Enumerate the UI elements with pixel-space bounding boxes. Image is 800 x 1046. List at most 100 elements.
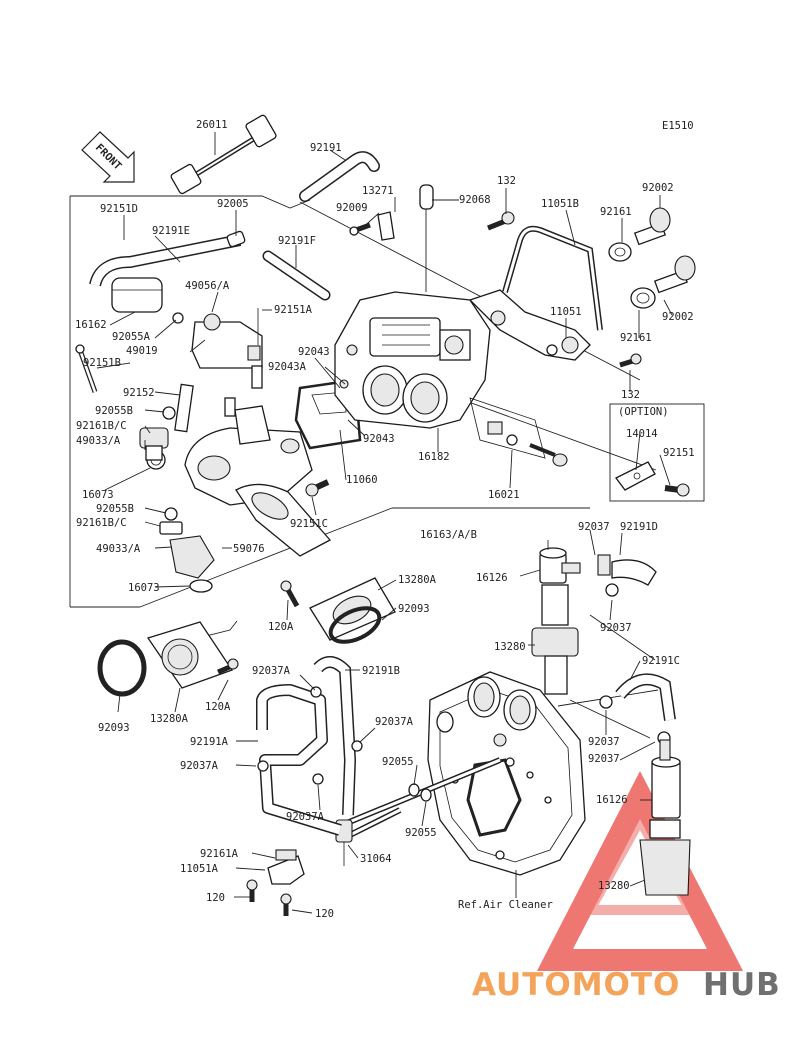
bolt-132-icon	[487, 211, 515, 231]
delivery-pipe-icon	[191, 308, 263, 369]
callout: 31064	[360, 853, 392, 865]
filter-13280-lower-icon	[639, 819, 691, 896]
callout: 13271	[362, 185, 394, 197]
bolt-92151-icon	[664, 483, 690, 497]
callout: 92037	[588, 753, 620, 765]
ref-note: Ref.Air Cleaner	[458, 899, 553, 911]
bolt-120-left-icon	[246, 879, 258, 902]
callout: 92151C	[290, 518, 328, 530]
callout: 92037	[588, 736, 620, 748]
wire-harness-icon	[170, 114, 277, 195]
callout: 92191B	[362, 665, 400, 677]
callout: 92037A	[286, 811, 325, 823]
clip-14014-icon	[615, 461, 656, 491]
callout: 16162	[75, 319, 107, 331]
pin-92152-icon	[174, 383, 194, 433]
callout: 120	[315, 908, 334, 920]
washer-92161-icon	[608, 242, 632, 262]
callout: 92037A	[180, 760, 219, 772]
injector-lower-icon	[159, 507, 215, 593]
callout: 92043A	[268, 361, 307, 373]
screw-kit-16021-icon	[469, 397, 568, 467]
pin-92043a-icon	[251, 365, 263, 389]
flange-13280a-lower-icon	[146, 621, 234, 689]
callout: 11051B	[541, 198, 579, 210]
callout: 92191C	[642, 655, 680, 667]
callout: 13280A	[398, 574, 437, 586]
air-cleaner-plate-icon	[427, 671, 586, 876]
filter-13280-upper-icon	[531, 584, 579, 695]
callout: 132	[621, 389, 640, 401]
callout: 13280	[598, 880, 630, 892]
bolt-132-lower-icon	[619, 353, 642, 368]
hose-92191c-icon	[599, 673, 676, 745]
pin-icon	[224, 397, 236, 417]
callout: 120	[206, 892, 225, 904]
callout: 120A	[268, 621, 294, 633]
callout: 49033/A	[96, 543, 141, 555]
ring-92093-lower-icon	[97, 639, 147, 697]
bracket-11051b-icon	[502, 225, 603, 331]
callout: 92002	[642, 182, 674, 194]
callout: 13280	[494, 641, 526, 653]
clamp-92037a-2-icon	[351, 740, 363, 752]
callout: 92152	[123, 387, 155, 399]
o-ring-92055-lower-icon	[420, 788, 432, 802]
callout: 92037	[578, 521, 610, 533]
callout: 92037A	[252, 665, 291, 677]
watermark-part1: AUTOMOTO	[472, 967, 680, 1003]
watermark-text: AUTOMOTO HUB	[472, 967, 780, 1003]
callout: 92055B	[96, 503, 134, 515]
callout: 120A	[205, 701, 231, 713]
intake-manifold-icon	[184, 405, 332, 557]
screw-92009-icon	[349, 211, 395, 241]
callout: 16073	[82, 489, 114, 501]
callout: 16021	[488, 489, 520, 501]
clamp-92037a-1-icon	[310, 686, 322, 698]
o-ring-92055-upper-icon	[408, 783, 420, 797]
hose-92191-icon	[299, 151, 380, 202]
callout: 49056/A	[185, 280, 230, 292]
callout: 92191A	[190, 736, 229, 748]
bracket-11051a-icon	[267, 849, 305, 885]
hose-92191f-icon	[262, 250, 331, 301]
callout: 92191F	[278, 235, 316, 247]
hose-92191a-icon	[256, 684, 342, 836]
bolt-120-right-icon	[280, 893, 292, 916]
callout: 92055	[382, 756, 414, 768]
callout: 92005	[217, 198, 249, 210]
callout: 92151	[663, 447, 695, 459]
callout: 92068	[459, 194, 491, 206]
callout: 92043	[363, 433, 395, 445]
injector-upper-icon	[139, 427, 169, 461]
callout: 16073	[128, 582, 160, 594]
callout: 92151B	[83, 357, 121, 369]
front-arrow-icon: FRONT	[81, 131, 135, 183]
callout: 16126	[596, 794, 628, 806]
callout: 92161A	[200, 848, 239, 860]
callout: 92151D	[100, 203, 138, 215]
fuel-valve-16126-lower-icon	[651, 739, 681, 819]
callout: 16163/A/B	[420, 529, 477, 541]
diagram-code: E1510	[662, 120, 694, 132]
option-label: (OPTION)	[618, 406, 669, 418]
callout: 11051	[550, 306, 582, 318]
o-ring-92055b-icon	[162, 406, 176, 420]
callout: 92055B	[95, 405, 133, 417]
callout: 92191D	[620, 521, 658, 533]
leader-lines	[96, 132, 673, 914]
clamp-92037-icon	[605, 583, 619, 597]
callout: 92043	[298, 346, 330, 358]
callout: 92037	[600, 622, 632, 634]
bolt-92151b-icon	[75, 344, 98, 393]
callout: 132	[497, 175, 516, 187]
clamp-92037a-3-icon	[257, 760, 269, 772]
callout: 92161	[600, 206, 632, 218]
callout: 16126	[476, 572, 508, 584]
callout: 16182	[418, 451, 450, 463]
callout: 11060	[346, 474, 378, 486]
bracket-11051-icon	[468, 289, 591, 361]
callout: 49033/A	[76, 435, 121, 447]
flange-13280a-upper-icon	[309, 577, 396, 644]
callout: 92009	[336, 202, 368, 214]
